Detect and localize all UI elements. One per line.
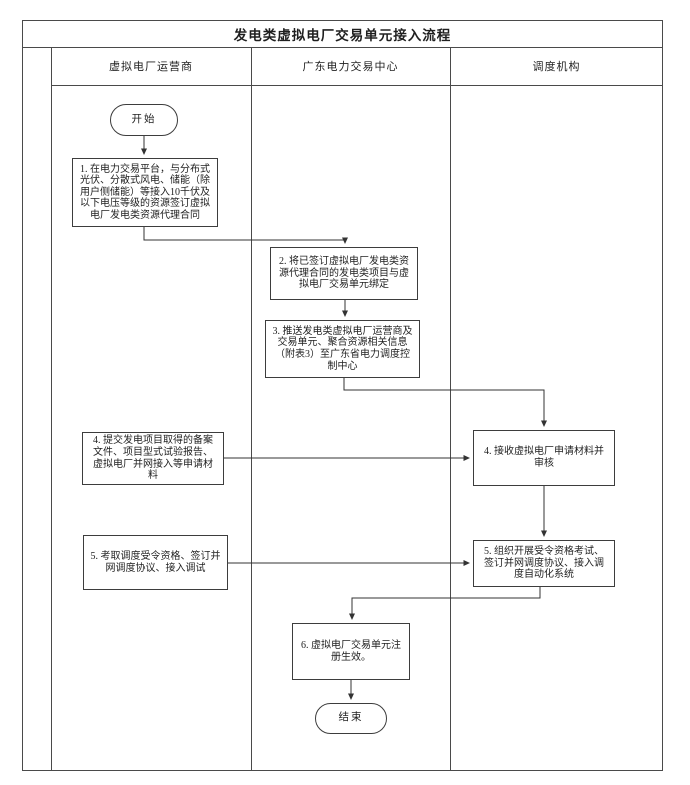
lane-header-gd-power-trading-center: 广东电力交易中心 [302, 61, 399, 73]
process-step5-organize-exam-and-access: 5. 组织开展受令资格考试、签订并网调度协议、接入调度自动化系统 [473, 540, 615, 587]
process-step4-submit-application-materials: 4. 提交发电项目取得的备案文件、项目型式试验报告、虚拟电厂并网接入等申请材料 [82, 432, 224, 485]
process-step2-bind-trading-unit: 2. 将已签订虚拟电厂发电类资源代理合同的发电类项目与虚拟电厂交易单元绑定 [270, 247, 418, 300]
page-title: 发电类虚拟电厂交易单元接入流程 [233, 27, 452, 43]
process-step1-sign-agency-contract: 1. 在电力交易平台，与分布式光伏、分散式风电、储能（除用户侧储能）等接入10千… [72, 158, 218, 227]
swimlane-table-border [22, 20, 663, 771]
title-divider-line [22, 47, 663, 48]
lane-divider-2 [450, 47, 451, 770]
process-step6-registration-effective: 6. 虚拟电厂交易单元注册生效。 [292, 623, 410, 680]
process-step4-receive-and-review: 4. 接收虚拟电厂申请材料并审核 [473, 430, 615, 486]
lane-header-vpp-operator: 虚拟电厂运营商 [109, 61, 193, 73]
header-divider-line [51, 85, 663, 86]
end-terminator: 结束 [315, 703, 387, 734]
process-step3-push-info-to-dispatch: 3. 推送发电类虚拟电厂运营商及交易单元、聚合资源相关信息（附表3）至广东省电力… [265, 320, 420, 378]
narrow-column-divider [51, 47, 52, 770]
lane-divider-1 [251, 47, 252, 770]
process-step5-qualification-and-debugging: 5. 考取调度受令资格、签订并网调度协议、接入调试 [83, 535, 228, 590]
start-terminator: 开始 [110, 104, 178, 136]
lane-header-dispatch-agency: 调度机构 [532, 61, 581, 73]
